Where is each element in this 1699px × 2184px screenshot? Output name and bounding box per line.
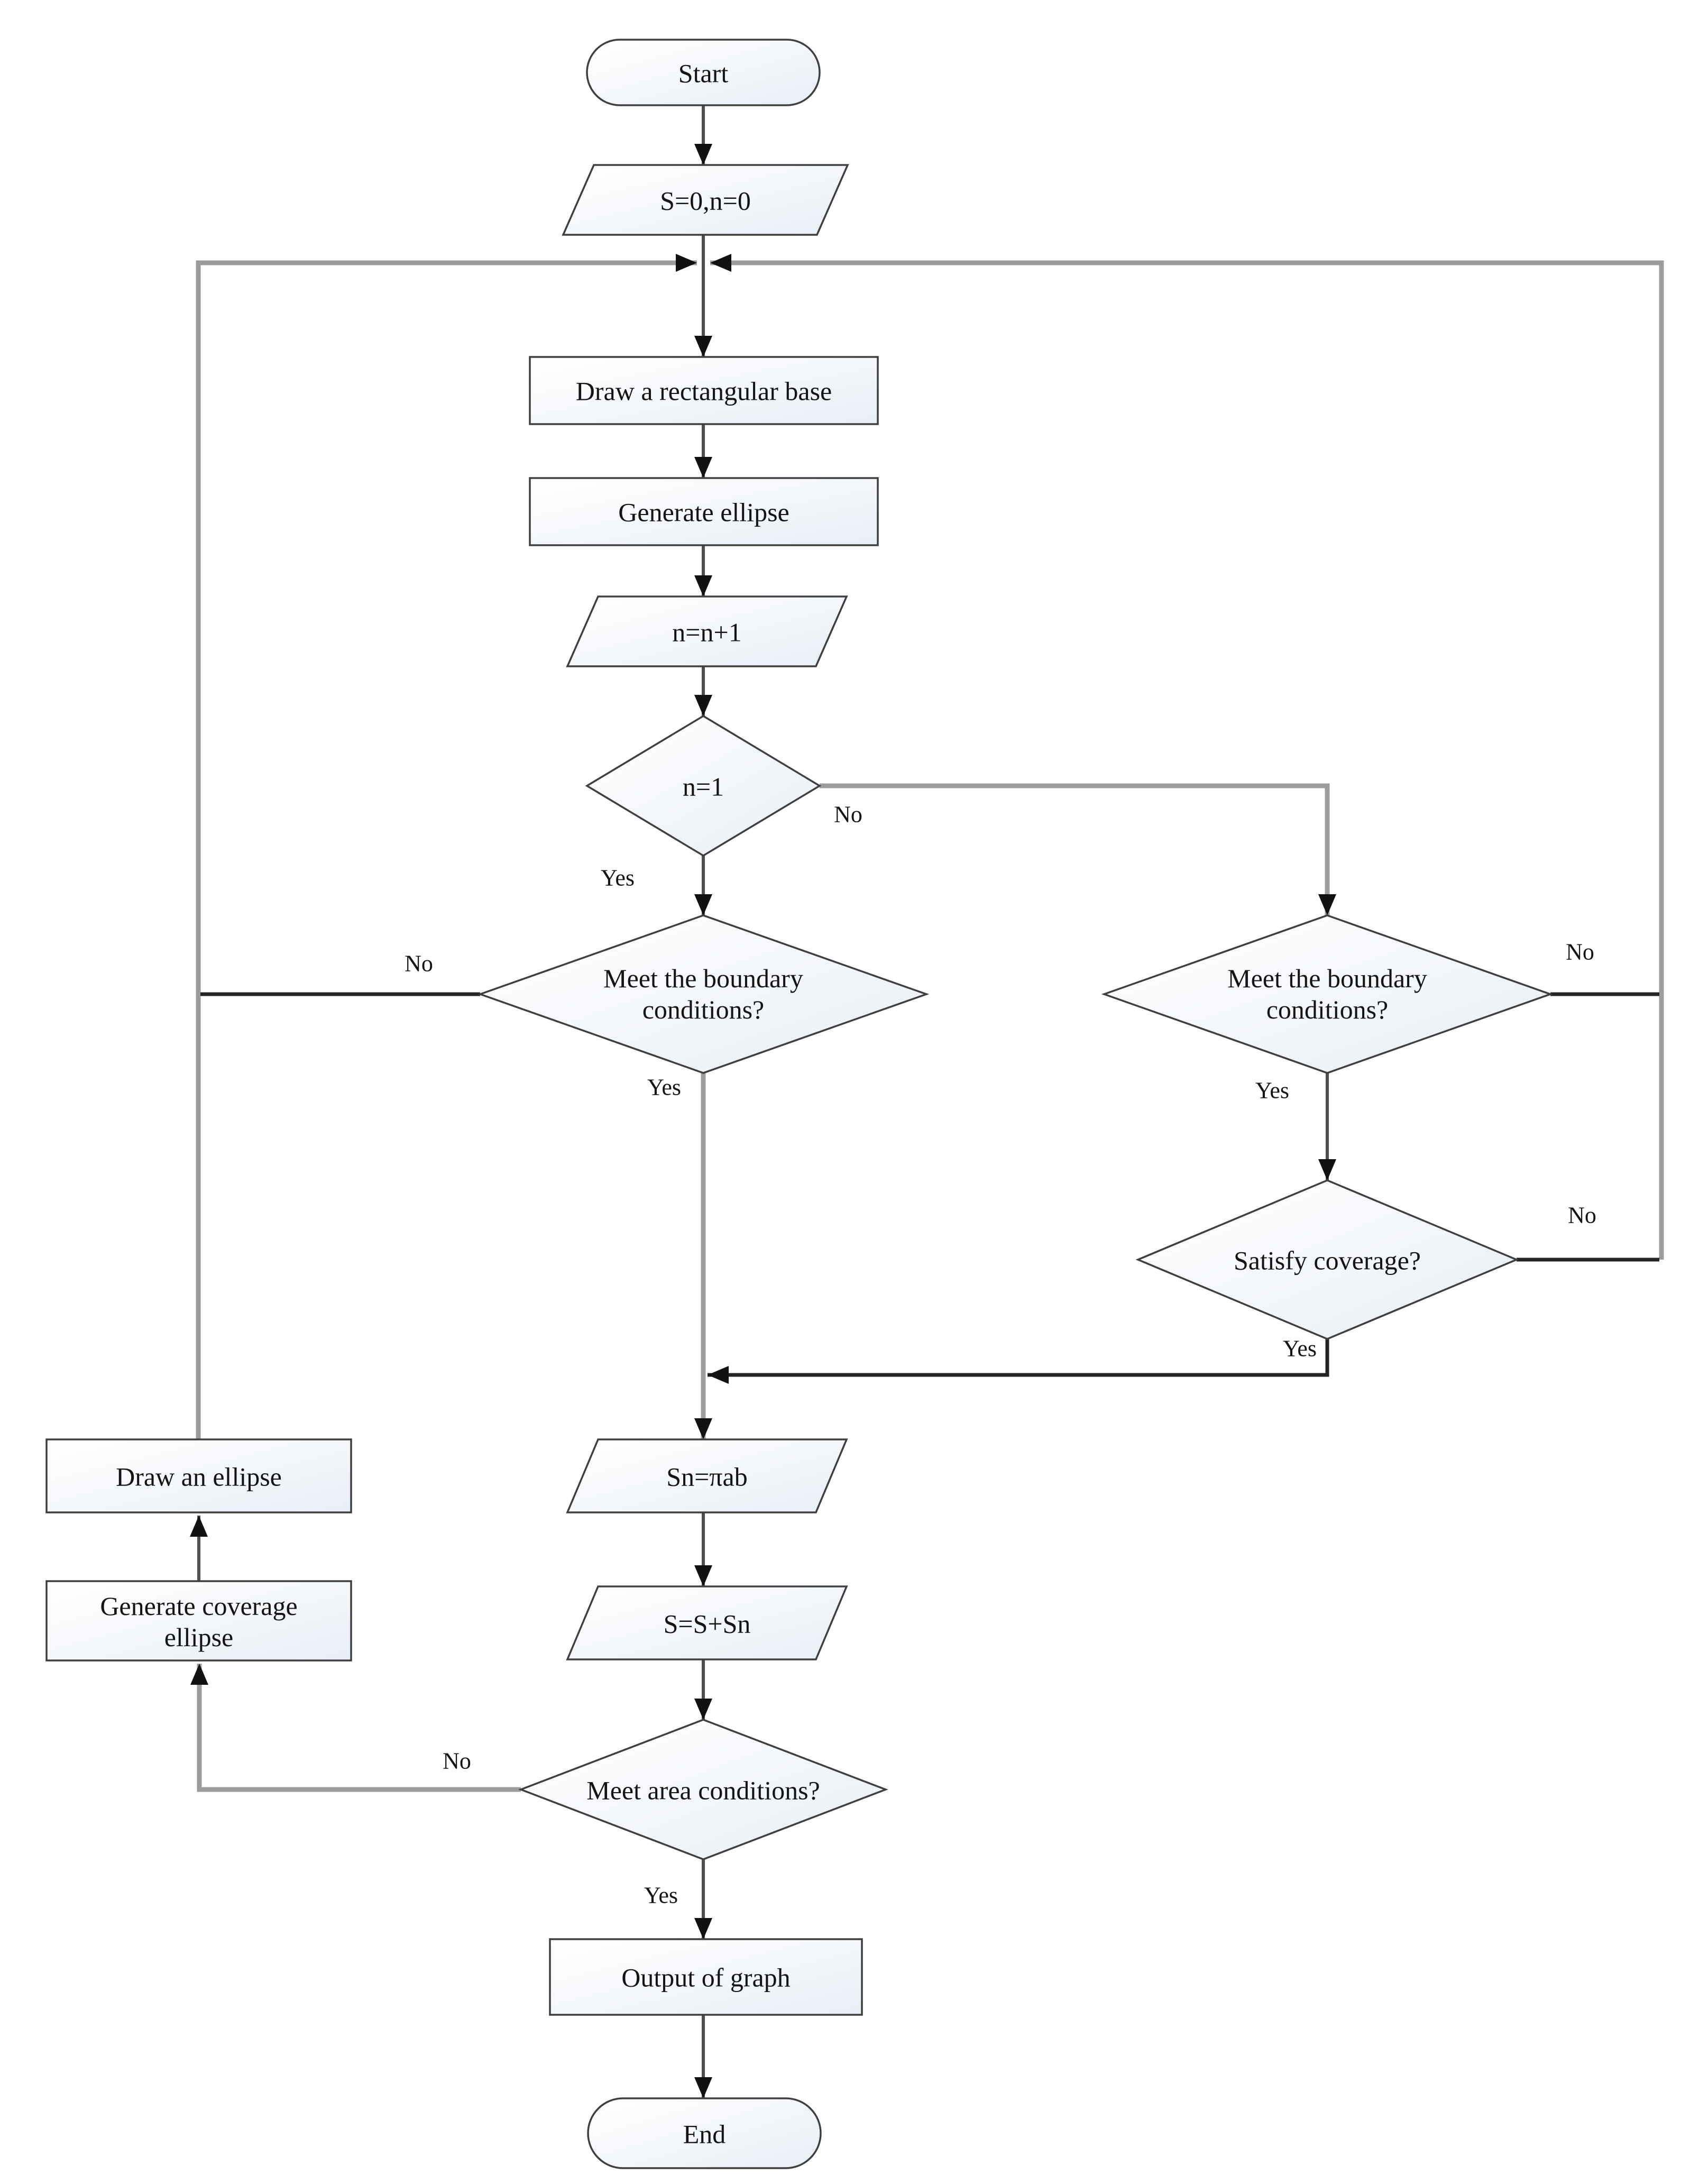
generate-coverage-shape <box>45 1580 352 1662</box>
area-conditions-label: Meet area conditions? <box>586 1775 820 1805</box>
n1-yes-label: Yes <box>600 865 635 891</box>
init-label: S=0,n=0 <box>660 186 751 216</box>
edge-left-feedback-loop <box>196 254 697 1439</box>
boundary-right-no-label: No <box>1566 939 1594 965</box>
end-shape <box>587 2097 822 2169</box>
output-label: Output of graph <box>621 1962 791 1993</box>
end-label: End <box>683 2119 726 2149</box>
area-sn-shape <box>566 1438 848 1513</box>
boundary-left-diamond-shape <box>477 914 930 1074</box>
start-label: Start <box>678 58 729 88</box>
generate-ellipse-shape <box>529 477 879 546</box>
area-sn-label: Sn=πab <box>666 1462 748 1492</box>
edge-n1-no <box>820 783 1336 915</box>
accumulate-shape <box>566 1585 848 1660</box>
draw-ellipse-label: Draw an ellipse <box>116 1462 282 1492</box>
accumulate-label: S=S+Sn <box>663 1609 751 1639</box>
satisfy-coverage-diamond-shape <box>1135 1179 1519 1340</box>
generate-coverage-label: Generate coverage ellipse <box>100 1591 298 1652</box>
boundary-left-label: Meet the boundary conditions? <box>603 963 803 1024</box>
increment-shape <box>566 595 848 667</box>
satisfy-coverage-no-label: No <box>1568 1202 1596 1228</box>
n1-label: n=1 <box>682 772 724 802</box>
boundary-right-label: Meet the boundary conditions? <box>1227 963 1427 1024</box>
boundary-right-diamond-shape <box>1101 914 1554 1074</box>
edge-area-conditions-no <box>190 1664 521 1792</box>
init-shape <box>562 164 849 236</box>
increment-label: n=n+1 <box>672 617 742 647</box>
area-conditions-yes-label: Yes <box>644 1882 678 1908</box>
n1-no-label: No <box>834 801 862 828</box>
edge-satisfy-coverage-yes <box>708 1339 1329 1384</box>
boundary-left-no-label: No <box>405 950 433 977</box>
satisfy-coverage-label: Satisfy coverage? <box>1233 1245 1421 1275</box>
area-conditions-no-label: No <box>443 1748 471 1774</box>
draw-base-shape <box>529 356 879 425</box>
draw-base-label: Draw a rectangular base <box>575 376 832 406</box>
start-shape <box>586 39 821 106</box>
n1-diamond-shape <box>585 714 822 857</box>
generate-ellipse-label: Generate ellipse <box>618 497 789 527</box>
draw-ellipse-shape <box>45 1438 352 1513</box>
area-conditions-diamond-shape <box>518 1719 888 1860</box>
boundary-left-yes-label: Yes <box>647 1074 682 1100</box>
output-shape <box>549 1938 863 2016</box>
satisfy-coverage-yes-label: Yes <box>1282 1335 1317 1362</box>
edge-right-feedback-loop <box>710 254 1664 1260</box>
boundary-right-yes-label: Yes <box>1255 1077 1290 1104</box>
